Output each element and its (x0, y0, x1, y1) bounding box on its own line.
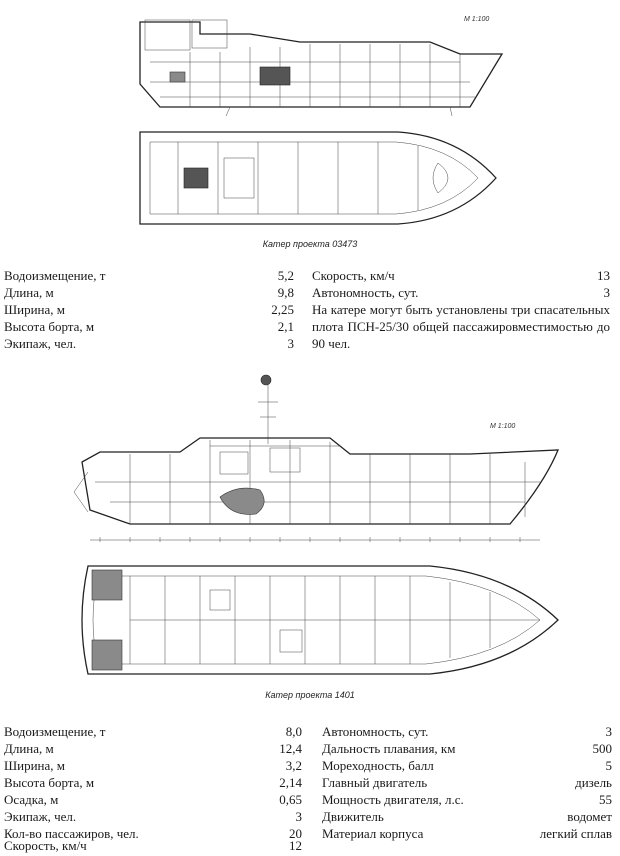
boat1-note: На катере могут быть установлены три спа… (312, 302, 610, 351)
boat1-side-view-drawing (139, 19, 504, 117)
boat2-plan-view-drawing (81, 565, 559, 675)
boat1-scale-label: М 1:100 (464, 16, 490, 23)
boat2-caption: Катер проекта 1401 (265, 690, 355, 700)
boat2-side-view-drawing (73, 374, 559, 542)
boat1-plan-view-drawing (139, 131, 497, 225)
boat2-scale-label: М 1:100 (490, 423, 516, 430)
boat1-caption: Катер проекта 03473 (262, 239, 358, 249)
